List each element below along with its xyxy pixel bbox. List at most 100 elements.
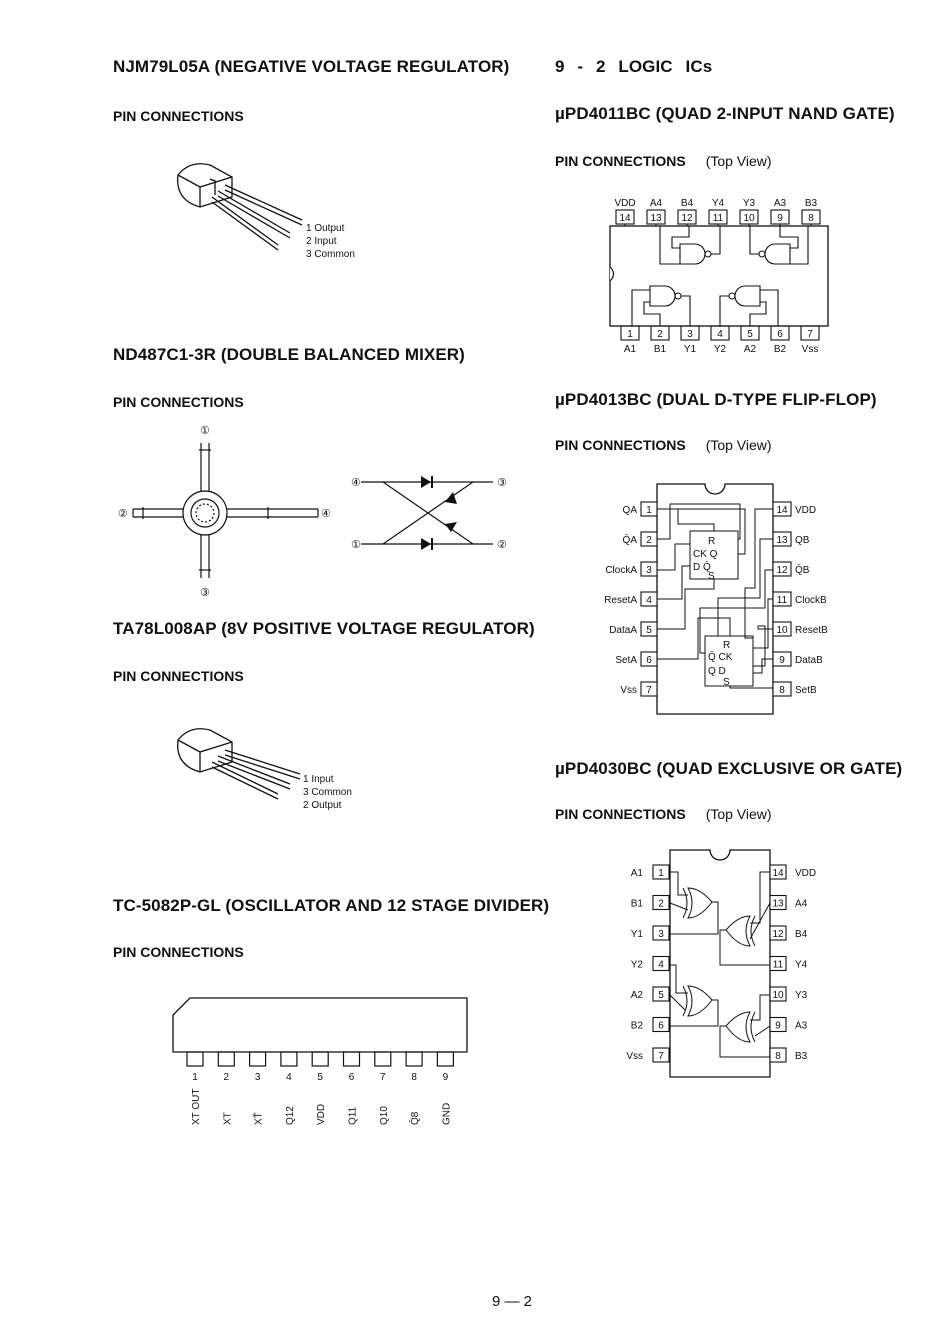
ic4030-left-label-3: Y2 xyxy=(631,960,644,971)
ic4030-left-label-0: A1 xyxy=(631,868,644,879)
tc-pin-number-3: 3 xyxy=(255,1072,261,1083)
nd-net-port-3: ③ xyxy=(497,477,507,489)
ic4011-pin-10-box xyxy=(739,209,759,225)
ic4011-top-label-1: A4 xyxy=(650,198,663,209)
tc-pin-number-6: 6 xyxy=(349,1072,355,1083)
ic4030-pin-6-box xyxy=(652,1016,670,1033)
tc-pin-7 xyxy=(374,1051,392,1067)
ic4011-top-label-0: VDD xyxy=(614,198,635,209)
tc-pin-number-7: 7 xyxy=(380,1072,386,1083)
ic4030-pin-11-number: 11 xyxy=(773,960,784,971)
ic4030-left-label-2: Y1 xyxy=(631,929,644,940)
ic4013-left-label-6: Vss xyxy=(620,685,637,696)
tc-pin-name-6: Q11 xyxy=(348,1106,359,1125)
ic4013-left-label-4: DataA xyxy=(609,625,637,636)
ic4011-pin-14-box xyxy=(615,209,635,225)
ic4013-pin-8-number: 8 xyxy=(779,685,785,696)
tc-pin-name-1: XT OUT xyxy=(191,1089,202,1125)
tc-pin-number-1: 1 xyxy=(192,1072,198,1083)
ic4030-left-label-6: Vss xyxy=(626,1051,643,1062)
ic4013-pin-10-number: 10 xyxy=(776,625,788,636)
ic4030-pin-10-box xyxy=(769,986,787,1002)
ic4030-pin-11-box xyxy=(769,955,787,972)
ta-pin-1: 1 Input xyxy=(303,774,334,785)
tc-pin-1 xyxy=(186,1051,204,1067)
ic4013-left-label-2: ClockA xyxy=(605,565,637,576)
ic4030-pin-3-number: 3 xyxy=(658,929,664,940)
nd-mixer-diagram: ① ② ③ ④ ④ ③ ① ② xyxy=(118,425,507,599)
njm-pin-3: 3 Common xyxy=(306,249,355,260)
ic4011-bottom-label-6: Vss xyxy=(802,344,819,355)
ic4011-pin-10-number: 10 xyxy=(743,213,755,224)
tc-pin-2 xyxy=(217,1051,235,1067)
ic4030-pin-5-box xyxy=(652,986,670,1002)
ic4030-view: (Top View) xyxy=(705,806,772,822)
ic4030-left-label-5: B2 xyxy=(631,1021,644,1032)
tc-pin-6 xyxy=(342,1051,361,1067)
tc-pin-8 xyxy=(405,1051,423,1067)
ic4011-pin-3-number: 3 xyxy=(687,329,693,340)
ic4030-pin-3-box xyxy=(652,925,670,941)
ic4011-bottom-label-5: B2 xyxy=(774,344,787,355)
nd-port-1-top: ① xyxy=(200,425,210,437)
ic4013-pin-12-box xyxy=(772,561,792,577)
tc-pin-number-8: 8 xyxy=(411,1072,417,1083)
page-number: 9 — 2 xyxy=(492,1293,533,1310)
ic4013-title: µPD4013BC (DUAL D-TYPE FLIP-FLOP) xyxy=(555,390,877,409)
ic4030-pin-5-number: 5 xyxy=(658,990,664,1001)
ic4030-right-label-1: A4 xyxy=(795,899,808,910)
ic4013-right-label-6: SetB xyxy=(795,685,817,696)
ff-a-s: S xyxy=(708,571,715,582)
ic4030-left-label-4: A2 xyxy=(631,990,644,1001)
ic4013-pin-9-number: 9 xyxy=(779,655,785,666)
ic4013-pin-7-number: 7 xyxy=(646,685,652,696)
ic4013-right-label-4: ResetB xyxy=(795,625,828,636)
ta-pin-3: 3 Common xyxy=(303,787,352,798)
ic4013-pin-3-number: 3 xyxy=(646,565,652,576)
ic4011-pin-11-box xyxy=(708,209,728,225)
ic4030-right-label-4: Y3 xyxy=(795,990,808,1001)
tc-pin-4 xyxy=(280,1051,298,1067)
ic4011-pin-13-number: 13 xyxy=(650,213,662,224)
section-heading: 9 - 2 LOGIC ICs xyxy=(555,57,713,76)
nd-net-port-2: ② xyxy=(497,539,507,551)
njm-pin-1: 1 Output xyxy=(306,223,345,234)
ic4030-pin-12-box xyxy=(769,925,787,941)
nd-port-3-bottom: ③ xyxy=(200,587,210,599)
njm-pin-2: 2 Input xyxy=(306,236,337,247)
nd-net-port-1: ① xyxy=(351,539,361,551)
ic4011-bottom-label-3: Y2 xyxy=(714,344,727,355)
ic4011-pin-heading: PIN CONNECTIONS(Top View) xyxy=(555,153,772,169)
ic4011-pin-5-number: 5 xyxy=(747,329,753,340)
tc-title: TC-5082P-GL (OSCILLATOR AND 12 STAGE DIV… xyxy=(113,896,550,915)
ic4011-top-label-6: B3 xyxy=(805,198,818,209)
ic4011-top-label-5: A3 xyxy=(774,198,787,209)
ic4030-pin-heading: PIN CONNECTIONS(Top View) xyxy=(555,806,772,822)
ic4013-pin-4-number: 4 xyxy=(646,595,652,606)
ff-a-d-qbar: D Q̄ xyxy=(693,560,711,573)
ic4011-title: µPD4011BC (QUAD 2-INPUT NAND GATE) xyxy=(555,104,895,123)
ic4030-pin-4-number: 4 xyxy=(658,960,664,971)
ic4013-pin-3-box xyxy=(640,561,658,577)
ic4013-pin-13-number: 13 xyxy=(776,535,788,546)
ic4013-right-label-1: QB xyxy=(795,535,810,546)
ic4030-right-label-0: VDD xyxy=(795,868,816,879)
ic4013-right-label-5: DataB xyxy=(795,655,823,666)
ic4030-pin-2-number: 2 xyxy=(658,899,664,910)
ic4011-bottom-label-4: A2 xyxy=(744,344,757,355)
tc-pin-heading: PIN CONNECTIONS xyxy=(113,944,244,960)
ff-b-q-d: Q D xyxy=(708,666,726,677)
ic4013-pin-12-number: 12 xyxy=(776,565,788,576)
nd-port-2-left: ② xyxy=(118,508,128,520)
tc-pin-number-2: 2 xyxy=(224,1072,230,1083)
ff-a-r: R xyxy=(708,536,715,547)
tc-pin-number-5: 5 xyxy=(317,1072,323,1083)
nd-port-4-right: ④ xyxy=(321,508,331,520)
ta-pin-2: 2 Output xyxy=(303,800,342,811)
ic4011-pin-12-number: 12 xyxy=(681,213,693,224)
ic4011-pin-1-number: 1 xyxy=(627,329,633,340)
tc-pin-name-3: XT̄ xyxy=(252,1112,265,1125)
ic4011-pin-9-box xyxy=(770,209,790,225)
